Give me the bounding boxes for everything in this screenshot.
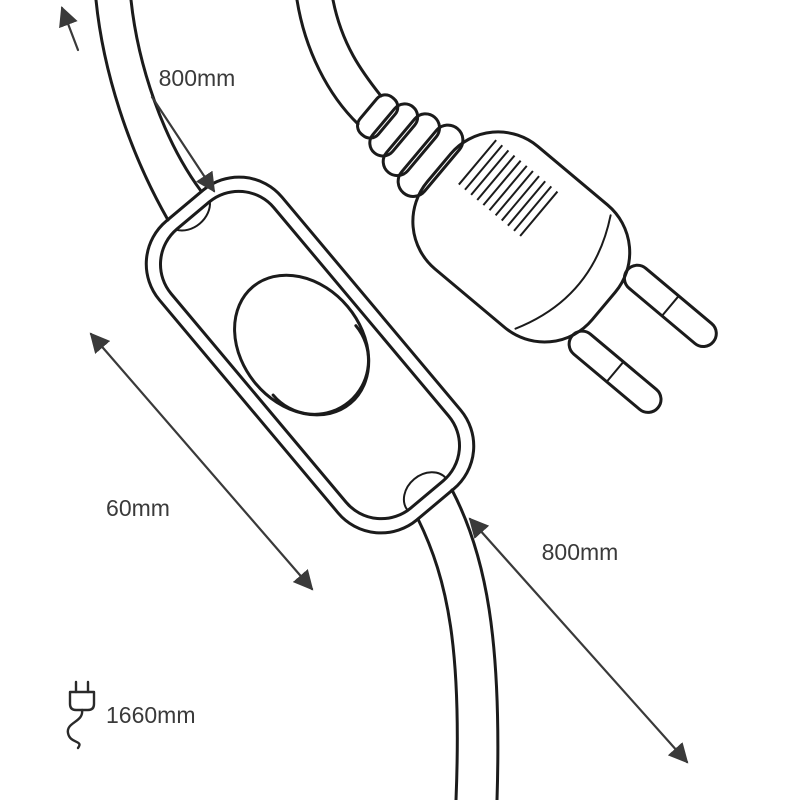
hatch-line: [494, 170, 534, 217]
hatch-line: [482, 160, 522, 206]
cable-top-right-line: [129, 0, 203, 193]
hatch-line: [507, 180, 546, 227]
europlug: [356, 93, 718, 414]
plug-face-line: [514, 214, 612, 330]
switch-cable-exit-notch: [402, 471, 448, 512]
plug-strain-relief: [356, 93, 465, 198]
strain-relief-rib-1: [356, 93, 400, 140]
hatch-line: [488, 165, 528, 211]
total-length-legend: 1660mm: [66, 680, 195, 750]
cable-bottom-left-line: [416, 517, 459, 800]
cable-plug-right-line: [331, 0, 383, 98]
switch-outer-body: [144, 175, 476, 535]
dimension-arrow-switch: [89, 332, 314, 591]
total-length-label: 1660mm: [106, 702, 195, 728]
plug-body: [411, 130, 632, 344]
dimension-label-cable-bottom: 800mm: [542, 539, 619, 565]
hatch-line: [519, 190, 559, 237]
inline-switch: [144, 175, 476, 535]
dimension-cable-top: 800mm: [59, 6, 236, 193]
dimension-arrow-down: [150, 95, 216, 193]
hatch-line: [513, 185, 553, 232]
dimension-cable-bottom: 800mm: [468, 517, 689, 764]
cable-plug-left-line: [295, 0, 360, 126]
plug-pins: [567, 263, 718, 414]
hatch-line: [458, 139, 497, 186]
cable-plug: [295, 0, 383, 126]
hatch-line: [500, 175, 540, 222]
plug-icon-cord: [66, 708, 84, 750]
cable-bottom-right-line: [450, 488, 500, 800]
cable-top-left-line: [94, 0, 170, 222]
strain-relief-rib-4: [396, 123, 465, 198]
switch-inner-body: [158, 189, 462, 521]
dimension-label-switch: 60mm: [106, 495, 170, 521]
hatch-line: [476, 154, 516, 201]
hatch-line: [464, 144, 504, 191]
plug-icon-body: [68, 690, 96, 712]
hatch-line: [470, 149, 510, 196]
dimension-arrow-cable-bottom: [468, 517, 689, 764]
plug-pin-upper-sleeve-line: [660, 294, 680, 317]
dimension-label-cable-top: 800mm: [159, 65, 236, 91]
switch-cable-entry-notch: [175, 200, 211, 232]
dimension-switch: 60mm: [89, 332, 314, 591]
strain-relief-rib-2: [368, 102, 420, 158]
cable-top: [94, 0, 203, 222]
strain-relief-rib-3: [381, 112, 442, 178]
rocker-button-face: [271, 324, 370, 416]
plug-icon: [66, 680, 96, 750]
plug-label-hatching: [458, 139, 559, 237]
dimension-arrow-up: [59, 6, 80, 52]
plug-pin-lower-sleeve-line: [605, 360, 625, 383]
